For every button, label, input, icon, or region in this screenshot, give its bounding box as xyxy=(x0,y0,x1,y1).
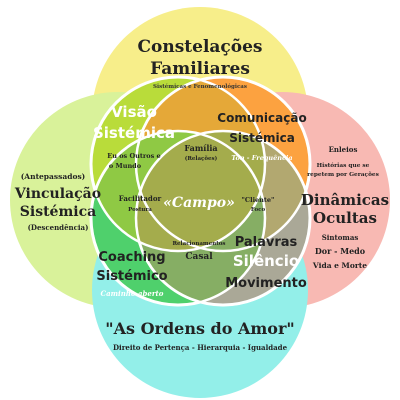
palavras-line1: Palavras xyxy=(235,235,298,250)
left-title-line2: Sistémica xyxy=(20,204,96,220)
right-title-line1: Dinâmicas xyxy=(301,191,389,209)
cliente-title: "Cliente" xyxy=(242,196,275,204)
campo-title: «Campo» xyxy=(163,195,235,211)
top-subtitle: Sistémicas e Fenomenológicas xyxy=(153,83,247,90)
facilitador-title: Facilitador xyxy=(119,194,162,203)
right-line3: repetem por Gerações xyxy=(307,171,380,178)
relacionamentos-title: Relacionamentos xyxy=(172,241,225,247)
coaching-title-line1: Coaching xyxy=(98,250,165,265)
right-line4: Sintomas xyxy=(322,233,359,242)
right-line5: Dor - Medo xyxy=(315,246,366,256)
comunicacao-title-line1: Comunicação xyxy=(217,111,306,125)
familia-subtitle: (Relações) xyxy=(185,155,218,162)
coaching-title-line2: Sistémico xyxy=(96,269,167,284)
right-line6: Vida e Morte xyxy=(312,261,367,270)
left-subtitle: (Descendência) xyxy=(28,223,89,232)
top-title-line2: Familiares xyxy=(150,59,250,79)
coaching-subtitle: Caminho aberto xyxy=(101,289,164,298)
familia-title: Família xyxy=(184,143,217,153)
relacionamentos-subtitle: Casal xyxy=(185,252,213,262)
facilitador-subtitle: Postura xyxy=(128,207,152,213)
comunicacao-title-line2: Sistémica xyxy=(229,131,295,145)
visao-title-line1: Visão xyxy=(111,103,157,121)
bottom-subtitle: Direito de Pertença - Hierarquia - Igual… xyxy=(113,343,288,352)
bottom-title: "As Ordens do Amor" xyxy=(105,319,294,338)
right-line1: Enleios xyxy=(329,145,358,154)
visao-sub-line2: o Mundo xyxy=(109,162,142,170)
right-line2: Histórias que se xyxy=(317,162,370,169)
top-title-line1: Constelações xyxy=(137,37,262,57)
cliente-subtitle: Foco xyxy=(251,207,266,213)
palavras-line2: Silêncio xyxy=(233,252,299,270)
visao-sub-line1: Eu os Outros e xyxy=(107,152,160,160)
comunicacao-subtitle: Ton - Frequência xyxy=(231,154,292,162)
palavras-line3: Movimento xyxy=(225,276,307,291)
visao-title-line2: Sistémica xyxy=(93,124,175,142)
right-title-line2: Ocultas xyxy=(313,209,377,227)
left-title-line1: Vinculação xyxy=(14,185,101,202)
left-note: (Antepassados) xyxy=(21,172,85,181)
